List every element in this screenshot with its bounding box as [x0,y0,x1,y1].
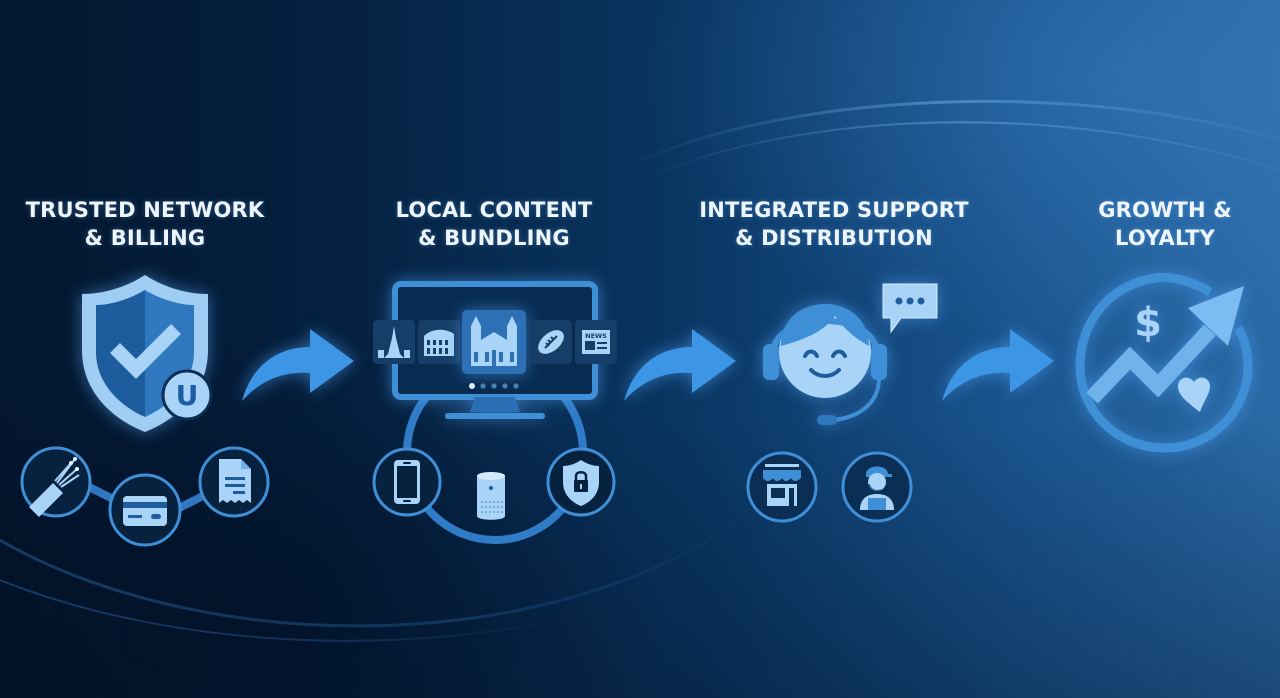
stage-title: GROWTH & LOYALTY [1098,198,1232,250]
support-agent-headset-icon [763,304,887,425]
brand-u-badge: U [161,369,213,421]
newspaper-icon[interactable]: NEWS [575,320,617,364]
flow-arrow-2 [624,329,736,401]
flow-arrow-3 [942,329,1054,401]
stage-title: TRUSTED NETWORK & BILLING [25,198,265,250]
stage-title: LOCAL CONTENT & BUNDLING [395,198,593,250]
growth-chart-circle-icon: $ [1075,273,1253,453]
svg-text:$: $ [1134,300,1162,346]
svg-text:U: U [176,379,199,412]
heart-icon [1178,377,1210,412]
eiffel-tower-icon[interactable] [373,320,415,364]
fiber-optic-cable-icon [20,446,92,518]
credit-card-icon [108,473,182,547]
receipt-icon [198,446,270,518]
cathedral-icon[interactable] [462,310,526,374]
football-icon[interactable] [530,320,572,364]
storefront-icon [746,451,818,523]
technician-icon [841,451,913,523]
stage-title: INTEGRATED SUPPORT & DISTRIBUTION [699,198,969,250]
colosseum-icon[interactable] [418,320,460,364]
flow-arrow-1 [242,329,354,401]
shield-lock-icon [546,447,616,517]
svg-text:NEWS: NEWS [585,332,607,340]
chat-bubble-icon [882,283,938,334]
smartphone-icon [372,447,442,517]
smart-speaker-icon [477,472,505,520]
